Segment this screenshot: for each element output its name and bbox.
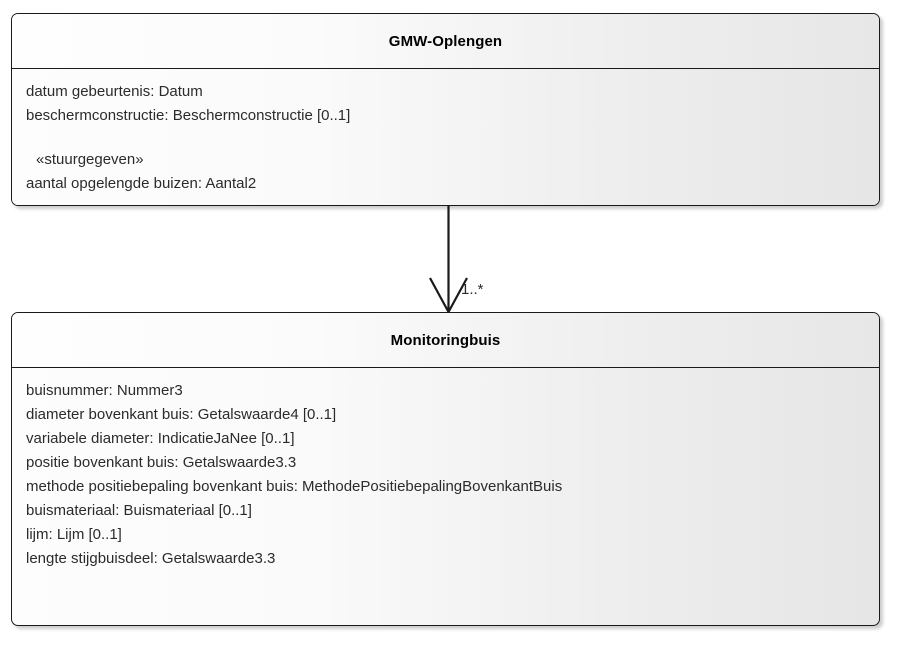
uml-attribute: methode positiebepaling bovenkant buis: … bbox=[26, 478, 563, 495]
uml-attribute: positie bovenkant buis: Getalswaarde3.3 bbox=[26, 454, 297, 471]
uml-attribute: buisnummer: Nummer3 bbox=[26, 382, 183, 399]
uml-attribute: buismateriaal: Buismateriaal [0..1] bbox=[26, 502, 252, 519]
uml-attribute: diameter bovenkant buis: Getalswaarde4 [… bbox=[26, 406, 337, 423]
uml-attribute-stereotype: «stuurgegeven» bbox=[36, 151, 144, 168]
uml-class-header-monitoringbuis: Monitoringbuis bbox=[12, 313, 879, 368]
uml-class-title-monitoringbuis: Monitoringbuis bbox=[390, 331, 501, 349]
uml-class-title-gmw-oplengen: GMW-Oplengen bbox=[388, 32, 503, 50]
uml-class-monitoringbuis[interactable]: Monitoringbuis buisnummer: Nummer3 diame… bbox=[11, 312, 880, 626]
uml-attribute: aantal opgelengde buizen: Aantal2 bbox=[26, 175, 257, 192]
uml-class-header-gmw-oplengen: GMW-Oplengen bbox=[12, 14, 879, 69]
multiplicity-label-target: 1..* bbox=[461, 281, 484, 298]
uml-attribute-compartment-gmw-oplengen: datum gebeurtenis: Datum beschermconstru… bbox=[12, 69, 879, 205]
uml-attribute: beschermconstructie: Beschermconstructie… bbox=[26, 107, 351, 124]
uml-attribute: lijm: Lijm [0..1] bbox=[26, 526, 122, 543]
uml-attribute: lengte stijgbuisdeel: Getalswaarde3.3 bbox=[26, 550, 276, 567]
uml-attribute-compartment-monitoringbuis: buisnummer: Nummer3 diameter bovenkant b… bbox=[12, 368, 879, 583]
uml-class-gmw-oplengen[interactable]: GMW-Oplengen datum gebeurtenis: Datum be… bbox=[11, 13, 880, 206]
uml-attribute: variabele diameter: IndicatieJaNee [0..1… bbox=[26, 430, 295, 447]
uml-attribute: datum gebeurtenis: Datum bbox=[26, 83, 203, 100]
